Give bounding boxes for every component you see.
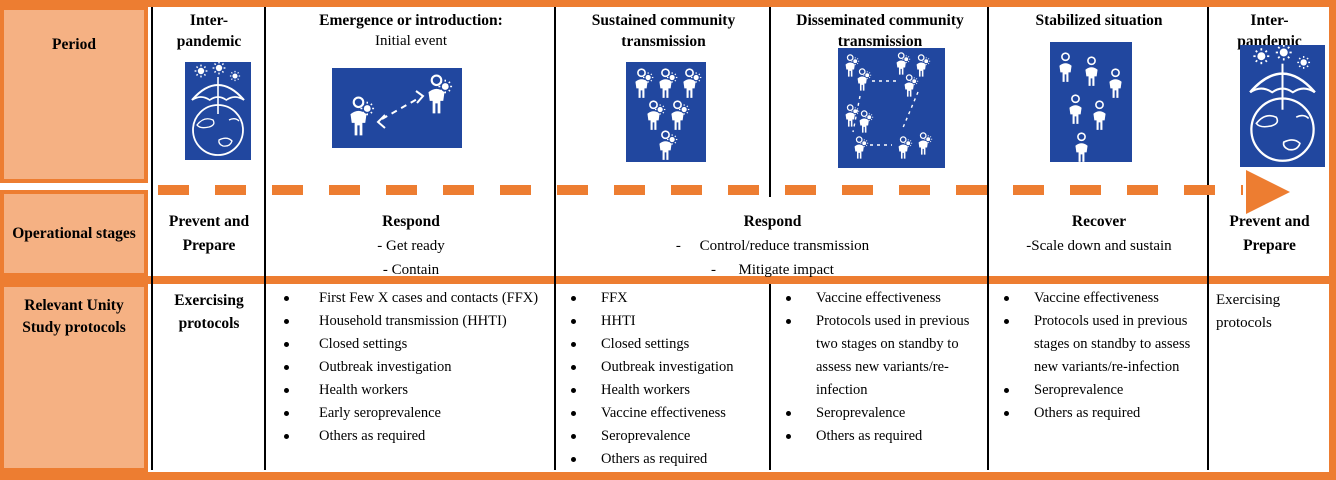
column-divider-1 [264,7,266,470]
protocols-text: Exercising protocols [174,292,244,332]
stage-title: Prevent and Prepare [1229,213,1310,254]
stage-title: Respond [382,213,440,230]
column-divider-3-top [769,7,771,197]
period-header-disseminated: Disseminated community transmission [772,10,988,52]
stage-line: - Get ready [377,238,445,254]
protocol-item: FFX [557,287,770,310]
table-border-bottom [0,472,1336,480]
timeline-arrowhead-icon [1246,170,1290,214]
protocol-item: Seroprevalence [772,402,988,425]
protocol-item: Closed settings [557,333,770,356]
protocol-item: First Few X cases and contacts (FFX) [267,287,555,310]
period-title: Emergence or introduction: [319,12,503,29]
stage-respond-main: Respond - Control/reduce transmission - M… [557,202,988,278]
protocol-item: Early seroprevalence [267,402,555,425]
infected-clusters-linked-icon [838,48,945,168]
period-title: Sustained community transmission [591,12,736,50]
protocol-item: Seroprevalence [557,425,770,448]
column-divider-2 [554,7,556,470]
protocol-item: Health workers [557,379,770,402]
stage-line: - Contain [382,262,440,278]
protocol-item: Others as required [267,425,555,448]
protocols-text: Exercising protocols [1216,292,1281,331]
row-label-operational-stages: Operational stages [0,190,148,277]
stage-line: - Mitigate impact [711,262,834,278]
protocol-item: Vaccine effectiveness [557,402,770,425]
period-header-interpandemic-start: Inter- pandemic [153,10,265,52]
period-header-stabilized: Stabilized situation [990,10,1208,31]
period-title: Disseminated community transmission [796,12,964,50]
row-label-protocols-text: Relevant Unity Study protocols [22,297,126,336]
protocol-item: Protocols used in previous stages on sta… [990,310,1208,379]
protocol-item: Outbreak investigation [557,356,770,379]
row-label-protocols: Relevant Unity Study protocols [0,283,148,472]
period-title: Stabilized situation [1035,12,1163,29]
row-label-period-text: Period [52,36,96,53]
table-border-top [0,0,1336,7]
stage-title: Prevent and Prepare [168,213,250,254]
protocol-item: Others as required [990,402,1208,425]
protocol-item: Others as required [772,425,988,448]
period-subtitle: Initial event [374,33,448,49]
protocol-item: Household transmission (HHTI) [267,310,555,333]
period-header-emergence: Emergence or introduction: Initial event [267,10,555,52]
column-divider-5 [1207,7,1209,470]
stage-prevent-prepare-end: Prevent and Prepare [1210,202,1329,276]
person-to-person-transmission-icon [332,68,462,148]
protocol-item: Outbreak investigation [267,356,555,379]
protocol-item: Vaccine effectiveness [772,287,988,310]
stage-lines: -Scale down and sustain [990,234,1208,258]
grid-line-left [151,7,153,470]
stage-line: -Scale down and sustain [1026,238,1172,254]
stage-prevent-prepare-start: Prevent and Prepare [153,202,265,276]
stage-title: Recover [1071,213,1127,230]
stage-recover: Recover -Scale down and sustain [990,202,1208,276]
protocol-item: Protocols used in previous two stages on… [772,310,988,402]
row-label-period: Period [0,6,148,183]
stage-title: Respond [743,213,802,230]
period-title: Inter- pandemic [176,12,242,50]
protocols-exercising-start: Exercising protocols [153,285,265,470]
protocols-exercising-end: Exercising protocols [1210,285,1329,470]
period-header-sustained: Sustained community transmission [557,10,770,52]
row-divider-orange [0,276,1336,284]
umbrella-globe-virus-icon [1240,45,1325,167]
umbrella-globe-virus-icon [185,62,251,160]
protocol-item: Health workers [267,379,555,402]
protocol-item: Vaccine effectiveness [990,287,1208,310]
protocol-item: HHTI [557,310,770,333]
stage-line: - Control/reduce transmission [675,238,870,254]
infected-group-icon [626,62,706,162]
stage-respond-early: Respond - Get ready - Contain [267,202,555,278]
protocol-list-emergence: First Few X cases and contacts (FFX)Hous… [267,285,555,470]
stage-lines: - Get ready - Contain [267,234,555,282]
protocol-item: Closed settings [267,333,555,356]
table-border-right [1329,0,1336,480]
row-label-stages-text: Operational stages [12,224,136,242]
timeline-dashed-arrow [158,185,1243,195]
stage-lines: - Control/reduce transmission - Mitigate … [557,234,988,282]
column-divider-3-bottom [769,284,771,470]
column-divider-4 [987,7,989,470]
healthy-group-icon [1050,42,1132,162]
protocol-item: Seroprevalence [990,379,1208,402]
protocol-item: Others as required [557,448,770,471]
